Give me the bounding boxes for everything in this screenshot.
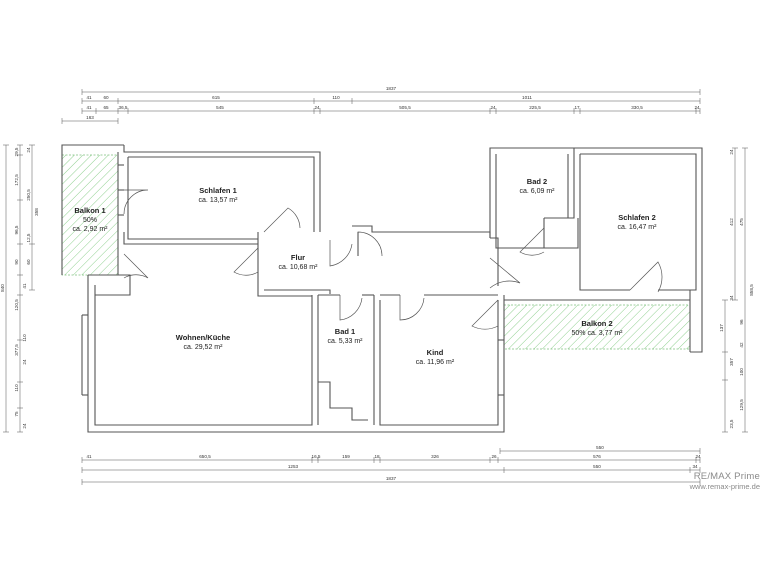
room-area: 50% ca. 3,77 m² — [572, 330, 624, 337]
dim-left: 110 — [14, 384, 19, 392]
dim-right: 23,5 — [729, 419, 734, 428]
room-name: Kind — [427, 348, 444, 357]
dim-top: 225,5 — [529, 105, 541, 110]
dim-left: 41 — [22, 283, 27, 289]
room-area: ca. 16,47 m² — [618, 224, 658, 231]
dim-right: 96 — [739, 319, 744, 325]
dim-top: 330,5 — [631, 105, 643, 110]
dim-right: 357 — [729, 358, 734, 366]
dim-right: 475 — [739, 218, 744, 226]
room-name: Schlafen 1 — [199, 186, 237, 195]
dim-bottom: 576 — [593, 454, 601, 459]
room-name: Flur — [291, 253, 305, 262]
dim-left: 24 — [22, 359, 27, 365]
room-area: ca. 13,57 m² — [199, 197, 239, 204]
room-area: ca. 5,33 m² — [327, 338, 363, 345]
dim-bottom: 24 — [695, 454, 701, 459]
watermark-url: www.remax-prime.de — [689, 482, 760, 491]
dim-right: 34 — [729, 295, 734, 301]
dim-top-extra: 163 — [86, 115, 94, 120]
dim-bottom: 1253 — [288, 464, 299, 469]
dim-top: 41 — [86, 95, 92, 100]
dim-left: 840 — [0, 284, 5, 292]
dim-right: 858,5 — [749, 284, 754, 296]
dim-top: 615 — [212, 95, 220, 100]
dim-left: 120,5 — [14, 299, 19, 311]
dim-left: 250,5 — [26, 189, 31, 201]
dim-left: 12,5 — [26, 233, 31, 242]
dim-bottom: 550 — [596, 445, 604, 450]
dim-top: 24 — [694, 105, 700, 110]
dim-left: 60 — [26, 259, 31, 265]
dim-left: 110 — [22, 334, 27, 342]
dim-left: 75 — [14, 411, 19, 417]
dimension-ticks — [3, 89, 748, 485]
room-share: 50% — [83, 217, 97, 224]
dim-bottom: 16,5 — [312, 454, 321, 459]
dim-top: 65 — [103, 105, 109, 110]
dimension-texts: 1837 41 60 615 110 1011 41 65 36,5 545 2… — [0, 86, 754, 481]
room-name: Schlafen 2 — [618, 213, 656, 222]
room-area: ca. 11,96 m² — [416, 359, 455, 366]
room-name: Bad 1 — [335, 327, 355, 336]
dim-bottom: 550 — [593, 464, 601, 469]
walls — [61, 144, 703, 433]
dim-right: 129,5 — [739, 399, 744, 411]
dim-left: 29,5 — [14, 147, 19, 156]
dim-bottom: 326 — [431, 454, 439, 459]
room-name: Balkon 1 — [74, 206, 105, 215]
dim-top: 17 — [574, 105, 580, 110]
dim-bottom-total: 1837 — [386, 476, 397, 481]
dim-right: 412 — [729, 218, 734, 226]
dim-right: 137 — [719, 324, 724, 332]
dim-top: 545 — [216, 105, 224, 110]
dim-left: 96,5 — [14, 225, 19, 234]
dim-top: 24 — [490, 105, 496, 110]
balkon-2-area — [503, 304, 691, 350]
dim-left: 24 — [26, 147, 31, 153]
dim-top: 24 — [314, 105, 320, 110]
dim-left: 377,5 — [14, 344, 19, 356]
dim-bottom: 26 — [491, 454, 497, 459]
dim-right: 100 — [739, 368, 744, 376]
dim-top-total: 1837 — [386, 86, 397, 91]
dim-right: 24 — [729, 149, 734, 155]
dim-left: 24 — [22, 423, 27, 429]
room-area: ca. 2,92 m² — [72, 226, 108, 233]
dim-bottom: 18 — [374, 454, 380, 459]
dim-bottom: 650,5 — [199, 454, 211, 459]
room-labels: Balkon 1 50% ca. 2,92 m² Schlafen 1 ca. … — [72, 177, 657, 366]
dim-left: 172,5 — [14, 174, 19, 186]
balkon-1-area — [61, 154, 119, 276]
room-area: ca. 29,52 m² — [184, 344, 224, 351]
dim-bottom: 159 — [342, 454, 350, 459]
dim-bottom: 34 — [692, 464, 698, 469]
dim-top: 36,5 — [119, 105, 128, 110]
dim-top: 41 — [86, 105, 92, 110]
dim-bottom: 41 — [86, 454, 92, 459]
dim-left: 358 — [34, 208, 39, 216]
dim-left: 90 — [14, 259, 19, 265]
dim-right: 42 — [739, 342, 744, 348]
dim-top: 1011 — [522, 95, 532, 100]
dimension-lines — [5, 91, 746, 483]
watermark-brand: RE/MAX Prime — [693, 471, 760, 482]
room-area: ca. 10,68 m² — [279, 264, 319, 271]
room-area: ca. 6,09 m² — [519, 188, 555, 195]
room-name: Balkon 2 — [581, 319, 612, 328]
dim-top: 60 — [103, 95, 109, 100]
doors — [123, 189, 663, 330]
room-name: Wohnen/Küche — [176, 333, 230, 342]
dim-top: 110 — [332, 95, 340, 100]
dim-top: 505,5 — [399, 105, 411, 110]
room-name: Bad 2 — [527, 177, 547, 186]
